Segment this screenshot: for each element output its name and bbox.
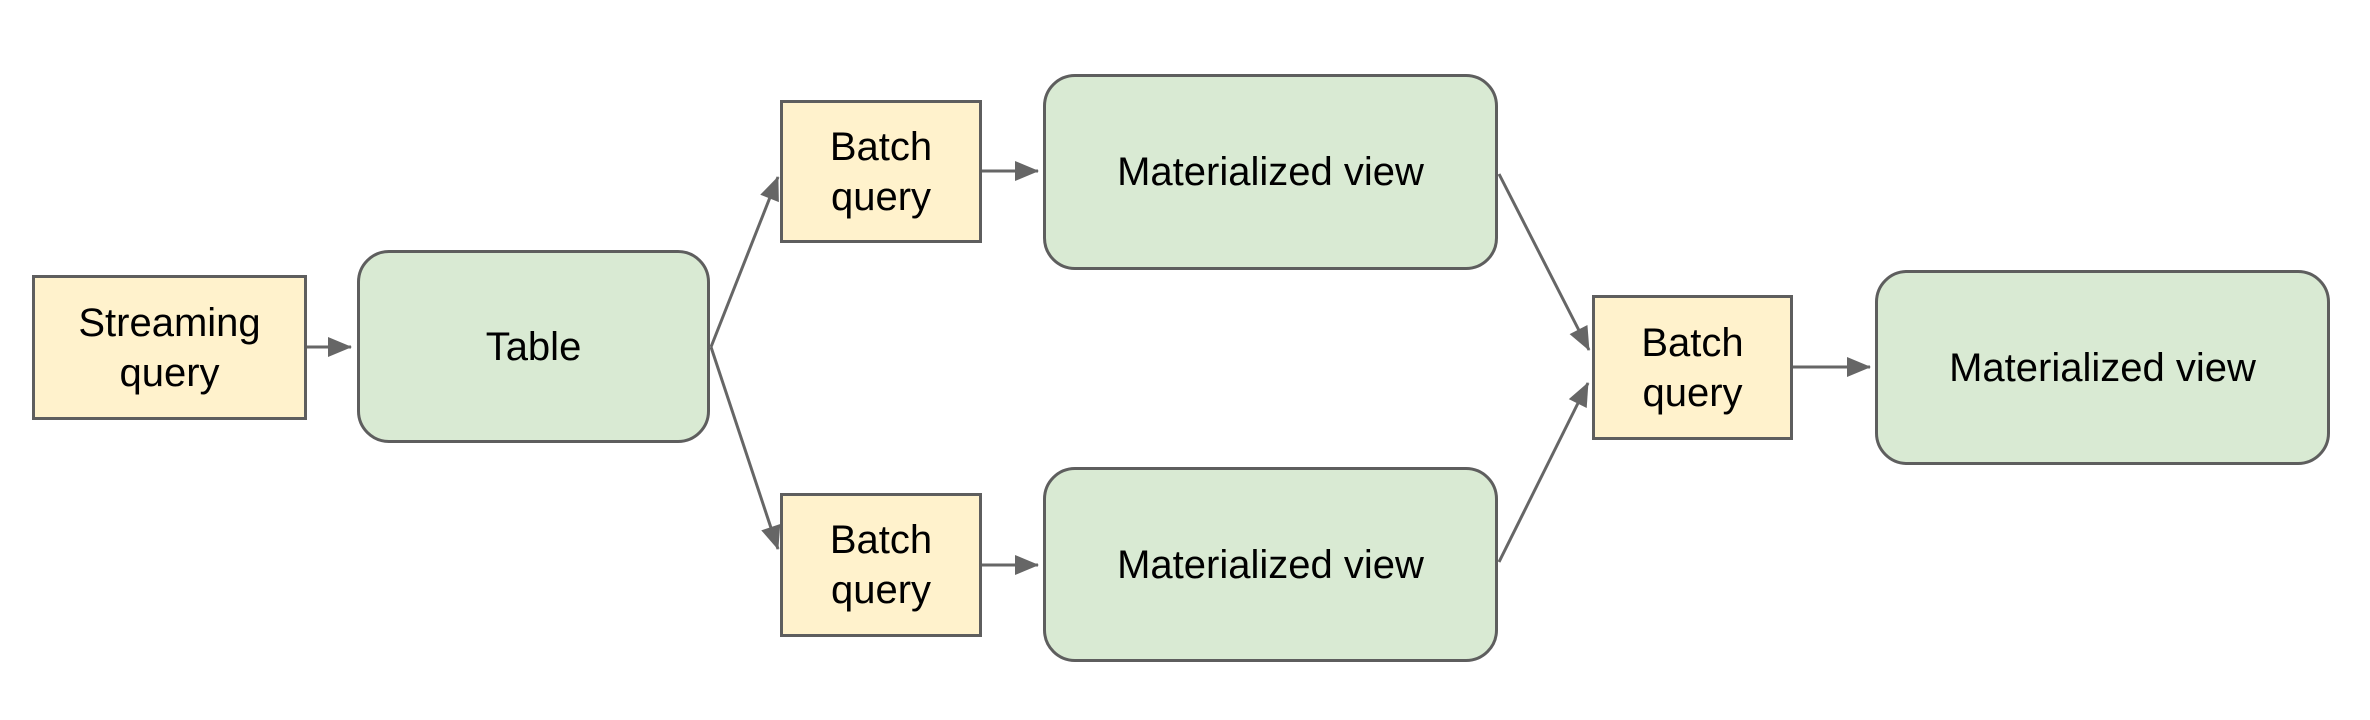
node-materialized-view-top-label: Materialized view: [1117, 150, 1424, 194]
node-materialized-view-top: Materialized view: [1043, 74, 1498, 270]
node-batch-query-top: Batch query: [780, 100, 982, 243]
edge-materialized-view-top-to-batch-query-final: [1497, 173, 1591, 351]
node-materialized-view-bottom: Materialized view: [1043, 467, 1498, 662]
node-batch-query-bottom-label: Batch query: [829, 518, 933, 612]
node-materialized-view-final: Materialized view: [1875, 270, 2330, 465]
node-streaming-query-label: Streaming query: [78, 300, 261, 395]
edge-materialized-view-bottom-to-batch-query-final: [1497, 382, 1590, 563]
node-materialized-view-bottom-label: Materialized view: [1117, 542, 1424, 587]
node-table-label: Table: [485, 324, 582, 369]
node-streaming-query: Streaming query: [32, 275, 307, 420]
node-materialized-view-final-label: Materialized view: [1949, 345, 2256, 390]
node-batch-query-bottom: Batch query: [780, 493, 982, 637]
node-batch-query-final-label: Batch query: [1641, 320, 1744, 415]
edge-table-to-batch-query-bottom: [709, 346, 781, 550]
node-table: Table: [357, 250, 710, 443]
node-batch-query-top-label: Batch query: [829, 124, 933, 219]
node-batch-query-final: Batch query: [1592, 295, 1793, 440]
edge-table-to-batch-query-top: [709, 176, 780, 348]
